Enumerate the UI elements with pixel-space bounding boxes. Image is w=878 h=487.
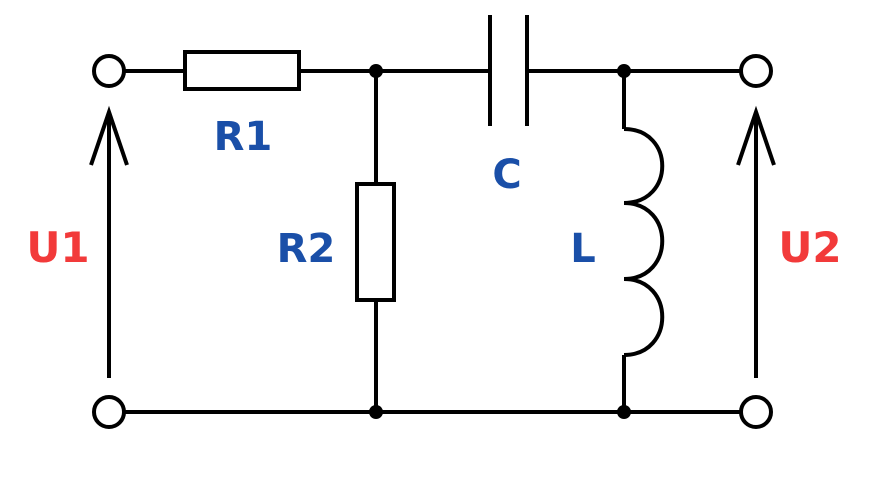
inductor-l (623, 127, 665, 357)
terminal-output-bottom (739, 395, 773, 429)
label-l: L (570, 226, 596, 272)
junction-bottom-l (617, 405, 631, 419)
label-u1: U1 (26, 223, 89, 272)
junction-top-r2 (369, 64, 383, 78)
label-u2: U2 (778, 223, 841, 272)
label-c: C (492, 152, 521, 198)
label-r2: R2 (277, 226, 336, 272)
terminal-output-top (739, 54, 773, 88)
junction-top-l (617, 64, 631, 78)
terminal-input-bottom (92, 395, 126, 429)
label-r1: R1 (214, 114, 273, 160)
terminal-input-top (92, 54, 126, 88)
resistor-r2 (355, 182, 396, 302)
voltage-arrow-u1 (89, 105, 129, 378)
voltage-arrow-u2 (736, 105, 776, 378)
junction-bottom-r2 (369, 405, 383, 419)
resistor-r1 (183, 50, 301, 91)
